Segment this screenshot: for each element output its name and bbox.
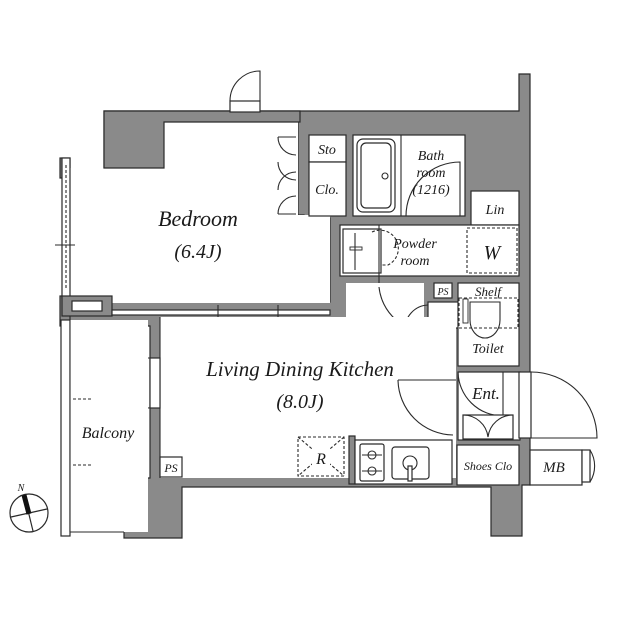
shoes-closet-label: Shoes Clo — [464, 459, 512, 473]
bathroom-label-line2: room — [416, 166, 445, 181]
pipe-space-upper-label: PS — [436, 287, 448, 298]
ldk-label: Living Dining Kitchen — [205, 357, 394, 381]
linen-closet[interactable]: Lin — [470, 190, 520, 226]
entrance[interactable]: Ent. — [457, 371, 598, 441]
north-arrow-icon — [21, 494, 32, 515]
shoes-closet[interactable]: Shoes Clo — [456, 444, 520, 486]
bedroom-size: (6.4J) — [174, 241, 222, 263]
bedroom[interactable]: Bedroom (6.4J) — [55, 70, 331, 320]
toilet[interactable]: Shelf Toilet — [457, 282, 520, 367]
bathroom-label-line3: (1216) — [412, 183, 450, 198]
storage-label: Sto — [318, 143, 336, 158]
pipe-space-lower: PS — [159, 456, 183, 478]
meter-box[interactable]: MB — [529, 449, 596, 486]
balcony-label: Balcony — [82, 425, 135, 442]
balcony[interactable]: Balcony — [60, 319, 148, 537]
powder-room-label-line2: room — [400, 254, 429, 269]
closet-label: Clo. — [315, 183, 339, 198]
storage-closet[interactable]: Sto Clo. — [308, 134, 347, 217]
ldk-size: (8.0J) — [276, 391, 324, 413]
compass-north-label: N — [17, 483, 26, 494]
living-dining-kitchen[interactable]: R Living Dining Kitchen (8.0J) — [99, 317, 456, 485]
refrigerator-label: R — [315, 451, 326, 468]
linen-label: Lin — [485, 203, 505, 218]
pipe-space-upper: PS — [433, 282, 453, 299]
bathroom[interactable]: Bath room (1216) — [352, 134, 466, 217]
washer-label: W — [484, 242, 503, 264]
powder-room-label-line1: Powder — [392, 237, 437, 252]
bedroom-label: Bedroom — [158, 206, 238, 231]
powder-room[interactable]: Powder room W — [339, 224, 520, 287]
north-compass: N — [9, 483, 49, 533]
entrance-label: Ent. — [471, 384, 500, 403]
bathroom-label-line1: Bath — [418, 149, 444, 164]
toilet-label: Toilet — [472, 342, 504, 357]
shelf-label: Shelf — [475, 284, 503, 299]
meter-box-label: MB — [542, 460, 565, 476]
pipe-space-lower-label: PS — [163, 461, 177, 475]
